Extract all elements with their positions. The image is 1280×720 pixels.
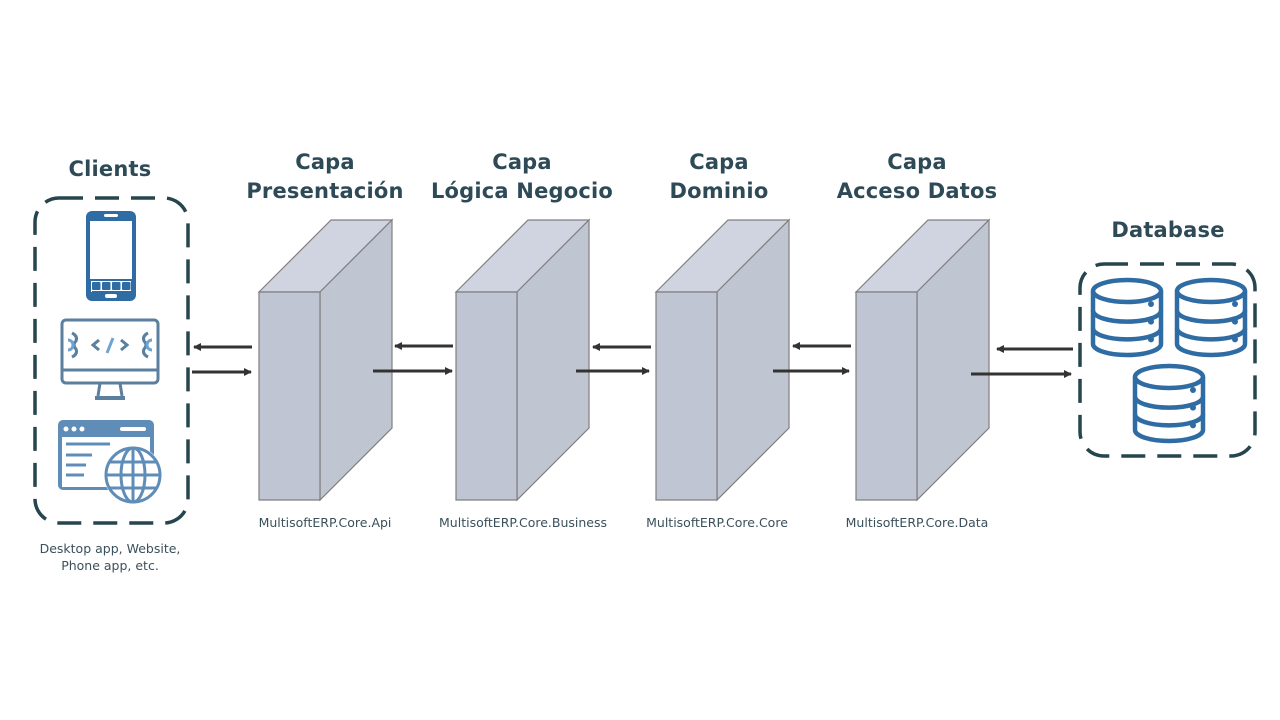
- layer-title-line2: Dominio: [669, 179, 769, 203]
- website-globe-icon: [58, 420, 162, 504]
- database-container: [1078, 262, 1257, 458]
- layer-title-line1: Capa: [492, 150, 552, 174]
- clients-title: Clients: [40, 155, 180, 184]
- clients-caption: Desktop app, Website, Phone app, etc.: [10, 540, 210, 574]
- project-label-api: MultisoftERP.Core.Api: [258, 515, 392, 530]
- project-label-data: MultisoftERP.Core.Data: [845, 515, 989, 530]
- gear-right-accent: [145, 338, 153, 352]
- layer-title-line1: Capa: [689, 150, 749, 174]
- clients-title-text: Clients: [68, 157, 152, 181]
- layer-title-line1: Capa: [887, 150, 947, 174]
- database-icon: [1132, 363, 1206, 444]
- database-icons: [1090, 277, 1248, 444]
- database-title-text: Database: [1111, 218, 1225, 242]
- layer-block: [257, 218, 394, 502]
- layer-title-line2: Presentación: [246, 179, 404, 203]
- database-title: Database: [1088, 216, 1248, 245]
- layer-block: [454, 218, 591, 502]
- project-label-business: MultisoftERP.Core.Business: [439, 515, 607, 530]
- layer-title-logica-negocio: Capa Lógica Negocio: [412, 148, 632, 206]
- flow-arrows: [192, 342, 1073, 378]
- smartphone-app-tiles: [91, 281, 131, 291]
- clients-caption-line1: Desktop app, Website,: [39, 541, 181, 556]
- layer-title-acceso-datos: Capa Acceso Datos: [807, 148, 1027, 206]
- desktop-code-icon: [60, 318, 160, 400]
- layer-title-dominio: Capa Dominio: [619, 148, 819, 206]
- clients-container: [33, 196, 190, 525]
- code-slash: [105, 337, 115, 354]
- layer-title-line2: Lógica Negocio: [430, 179, 614, 203]
- project-label-core: MultisoftERP.Core.Core: [646, 515, 788, 530]
- layer-block: [854, 218, 991, 502]
- layer-title-presentacion: Capa Presentación: [225, 148, 425, 206]
- layer-title-line2: Acceso Datos: [836, 179, 998, 203]
- layer-block-front: [655, 291, 718, 501]
- layer-block-front: [855, 291, 918, 501]
- layer-block-front: [455, 291, 518, 501]
- clients-caption-line2: Phone app, etc.: [61, 558, 159, 573]
- gear-left-accent: [67, 338, 75, 352]
- layer-title-line1: Capa: [295, 150, 355, 174]
- layer-block: [654, 218, 791, 502]
- database-icon: [1090, 277, 1164, 358]
- layer-blocks: [257, 218, 991, 502]
- layer-block-front: [258, 291, 321, 501]
- database-icon: [1174, 277, 1248, 358]
